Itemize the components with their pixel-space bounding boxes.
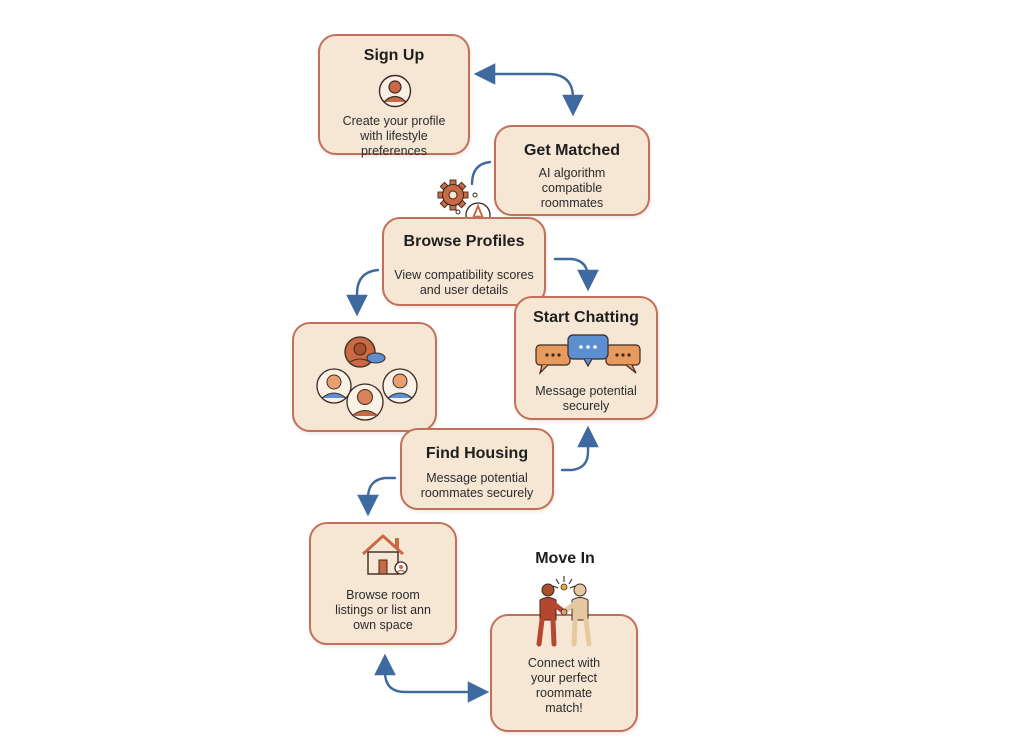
- chat-bubbles-icon: [535, 334, 641, 375]
- get-matched-title: Get Matched: [523, 142, 620, 159]
- arrow-housing-to-rooms: [357, 476, 397, 517]
- arrow-signup-to-matched: [473, 63, 584, 117]
- arrow-housing-to-chat: [560, 425, 599, 472]
- arrow-rooms-to-movein: [374, 653, 490, 703]
- start-chatting-title: Start Chatting: [533, 309, 639, 326]
- profiles-group-card: [292, 322, 437, 432]
- find-housing-desc: Message potential roommates securely: [420, 471, 534, 500]
- browse-profiles-title: Browse Profiles: [403, 233, 525, 250]
- user-group-icon: [316, 336, 418, 421]
- step-start-chatting: Start Chatting Message potential securel…: [514, 296, 658, 420]
- step-sign-up: Sign Up Create your profile with lifesty…: [318, 34, 470, 158]
- arrow-browse-to-chat: [553, 257, 599, 292]
- move-in-desc: Connect with your perfect roommate match…: [527, 656, 601, 715]
- step-browse-profiles: Browse Profiles View compatibility score…: [382, 217, 546, 306]
- user-avatar-icon: [378, 74, 412, 108]
- arrow-matched-to-browse: [470, 160, 492, 186]
- browse-profiles-desc: View compatibility scores and user detai…: [394, 268, 534, 297]
- house-icon: [361, 534, 408, 575]
- browse-rooms-desc: Browse room listings or list ann own spa…: [335, 588, 431, 632]
- step-find-housing: Find Housing Message potential roommates…: [400, 428, 554, 510]
- handshake-icon: [536, 576, 592, 647]
- arrow-browse-to-left: [346, 268, 380, 317]
- sign-up-desc: Create your profile with lifestyle prefe…: [342, 114, 446, 158]
- get-matched-desc: AI algorithm compatible roommates: [538, 166, 606, 210]
- step-browse-rooms: Browse room listings or list ann own spa…: [309, 522, 457, 645]
- start-chatting-desc: Message potential securely: [535, 384, 637, 413]
- find-housing-title: Find Housing: [425, 445, 529, 462]
- step-get-matched: Get Matched AI algorithm compatible room…: [494, 125, 650, 216]
- sign-up-title: Sign Up: [363, 47, 425, 64]
- move-in-title: Move In: [535, 550, 595, 567]
